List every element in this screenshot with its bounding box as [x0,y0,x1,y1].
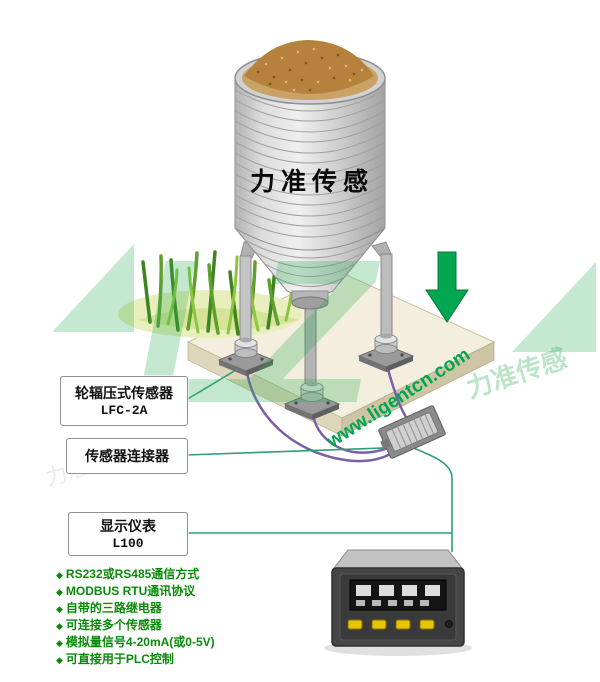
feature-list: ◆RS232或RS485通信方式◆MODBUS RTU通讯协议◆自带的三路继电器… [56,566,306,668]
label-box-sensor-connector: 传感器连接器 [66,438,188,474]
display-cable [405,444,453,552]
silo-brand-label: 力准传感 [250,167,374,196]
instrument-buttons [347,619,435,630]
load-cell-sensor-model: LFC-2A [100,402,148,418]
display-instrument-name: 显示仪表 [100,517,156,534]
digit-segments-row2 [356,600,429,606]
display-instrument-model: L100 [112,535,144,551]
feature-text: RS232或RS485通信方式 [65,567,200,581]
feature-item: ◆可连接多个传感器 [56,617,306,634]
sensor-connector-name: 传感器连接器 [85,448,169,464]
load-cell-sensor-name: 轮辐压式传感器 [75,384,173,401]
load-cell-left [217,337,275,376]
arrow-down-icon [425,251,469,323]
grass [118,250,302,338]
feature-item: ◆RS232或RS485通信方式 [56,566,306,583]
feature-item: ◆可直接用于PLC控制 [56,651,306,668]
feature-text: 自带的三路继电器 [65,601,162,615]
power-indicator [445,620,453,628]
grain-highlights [264,47,364,92]
feature-text: 模拟量信号4-20mA(或0-5V) [65,635,215,649]
silo: 力准传感 [234,40,386,310]
diamond-bullet-icon: ◆ [56,570,63,580]
sensor-junction-box [378,405,446,459]
digit-segments-row1 [356,585,440,596]
grain-heap [244,40,374,94]
diamond-bullet-icon: ◆ [56,604,63,614]
feature-text: 可连接多个传感器 [65,618,162,632]
leader-connector [185,447,385,456]
load-cell-right [357,333,415,372]
load-cell-middle [283,381,341,420]
feature-text: 可直接用于PLC控制 [65,652,174,666]
display-instrument [324,549,472,656]
feature-item: ◆自带的三路继电器 [56,600,306,617]
label-box-load-cell-sensor: 轮辐压式传感器 LFC-2A [60,376,188,426]
diamond-bullet-icon: ◆ [56,587,63,597]
feature-item: ◆模拟量信号4-20mA(或0-5V) [56,634,306,651]
diamond-bullet-icon: ◆ [56,621,63,631]
grain-speckles [256,53,356,92]
diamond-bullet-icon: ◆ [56,638,63,648]
label-box-display-instrument: 显示仪表 L100 [68,512,188,556]
diamond-bullet-icon: ◆ [56,655,63,665]
feature-text: MODBUS RTU通讯协议 [65,584,196,598]
feature-item: ◆MODBUS RTU通讯协议 [56,583,306,600]
